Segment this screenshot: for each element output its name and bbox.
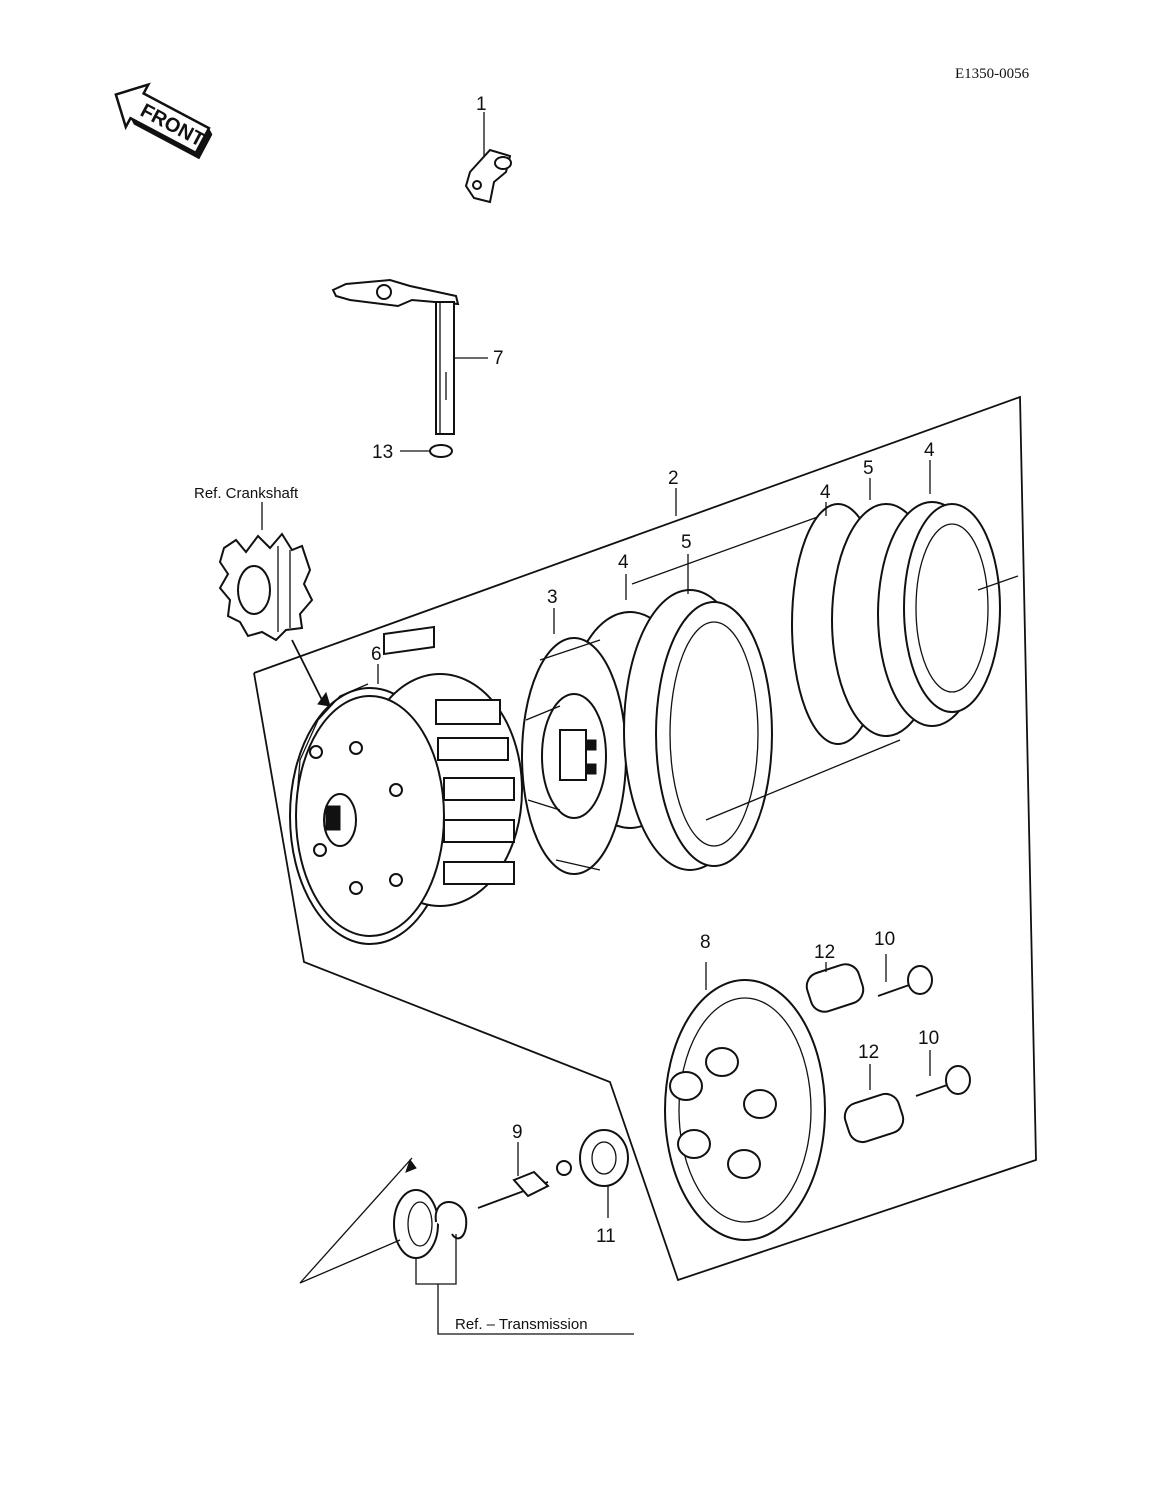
- transmission-ref-parts: [299, 1157, 634, 1335]
- parts-4-5-plates-front: [623, 554, 773, 871]
- callout-10a: 10: [874, 929, 895, 950]
- part-11-bearing: [579, 1129, 629, 1218]
- callout-1: 1: [476, 94, 487, 115]
- part-6-clutch-housing: [289, 625, 523, 945]
- front-arrow-icon: FRONT: [114, 82, 213, 160]
- callout-5b: 5: [863, 458, 874, 479]
- part-8-pressure-plate: [664, 962, 826, 1241]
- callout-10b: 10: [918, 1028, 939, 1049]
- part-2-assembly-outline: [253, 395, 1037, 1282]
- callout-8: 8: [700, 932, 711, 953]
- callout-9: 9: [512, 1122, 523, 1143]
- callout-12a: 12: [814, 942, 835, 963]
- callout-labels: 1 7 13 2 6 3 4 5 4 5 4 8 12 10 12 10 9 1…: [371, 94, 939, 1247]
- ref-crankshaft-label: Ref. Crankshaft: [194, 485, 299, 502]
- callout-2: 2: [668, 468, 679, 489]
- callout-4c: 4: [924, 440, 935, 461]
- parts-4-5-plates-rear: [631, 460, 1019, 821]
- part-9-push-rod: [477, 1142, 572, 1209]
- ref-transmission-label: Ref. – Transmission: [455, 1316, 588, 1333]
- part-7-release-shaft: [331, 278, 488, 435]
- part-1-bracket: [464, 112, 512, 204]
- callout-4a: 4: [618, 552, 629, 573]
- callout-3: 3: [547, 587, 558, 608]
- document-code: E1350-0056: [955, 66, 1030, 82]
- callout-12b: 12: [858, 1042, 879, 1063]
- callout-6: 6: [371, 644, 382, 665]
- callout-7: 7: [493, 348, 504, 369]
- part-13-oring: [400, 444, 453, 458]
- callout-13: 13: [372, 442, 393, 463]
- callout-11: 11: [596, 1226, 616, 1247]
- callout-5a: 5: [681, 532, 692, 553]
- crankshaft-gear: [218, 502, 331, 707]
- callout-4b: 4: [820, 482, 831, 503]
- part-10-bolts: [877, 954, 971, 1097]
- part-12-springs: [805, 962, 905, 1144]
